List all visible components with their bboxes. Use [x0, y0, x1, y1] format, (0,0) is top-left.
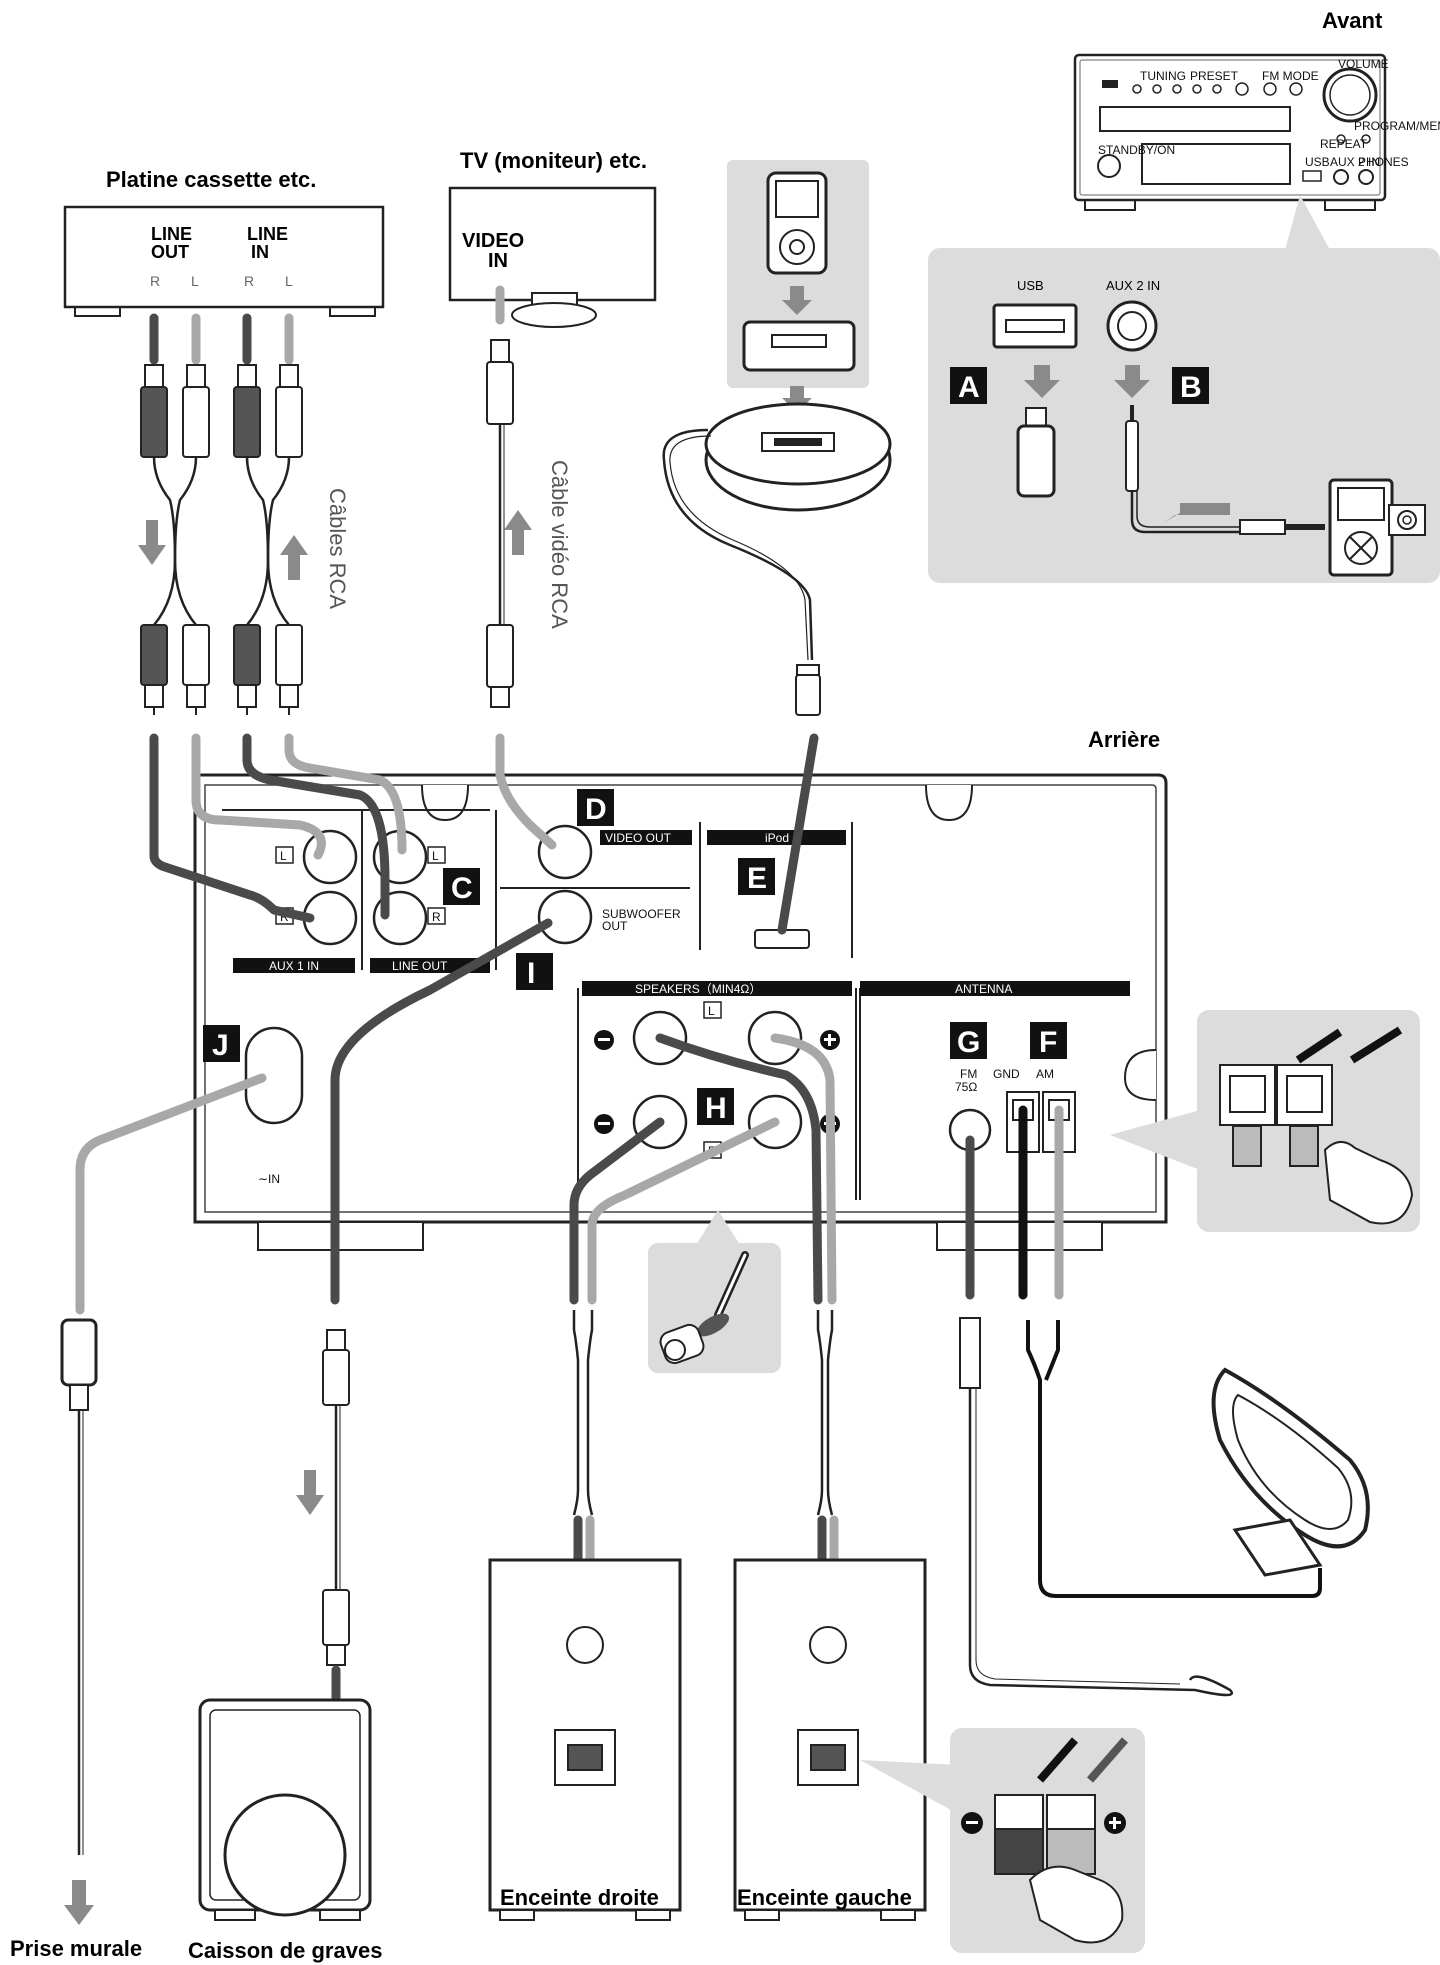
svg-text:J: J: [212, 1029, 229, 1062]
svg-text:AUX 2 IN: AUX 2 IN: [1106, 278, 1160, 293]
am-loop-antenna: [1026, 1320, 1370, 1598]
rca-cables: Câbles RCA: [138, 313, 350, 715]
svg-text:L: L: [285, 273, 293, 289]
svg-text:R: R: [280, 910, 289, 924]
ac-inlet: [244, 1026, 304, 1125]
svg-text:R: R: [150, 273, 160, 289]
svg-text:R: R: [244, 273, 254, 289]
jack-icon: [1388, 504, 1426, 536]
subwoofer-out-jack: [537, 889, 593, 945]
svg-text:L: L: [191, 273, 199, 289]
subwoofer-label: Caisson de graves: [188, 1938, 382, 1963]
panel-wires: [75, 733, 1064, 1315]
tv-title: TV (moniteur) etc.: [460, 148, 647, 173]
ipod-dock-group: [662, 160, 892, 716]
front-unit: VOLUME TUNING PRESET FM MODE STANDBY/ON …: [1073, 53, 1440, 211]
svg-text:VIDEO OUT: VIDEO OUT: [605, 831, 672, 845]
right-speaker: [488, 1558, 682, 1921]
dock-adapter-icon: [742, 320, 856, 372]
usb-stick-icon: [1016, 407, 1056, 498]
svg-text:∼IN: ∼IN: [258, 1172, 280, 1186]
svg-text:D: D: [585, 793, 607, 826]
svg-text:G: G: [957, 1026, 980, 1059]
svg-text:Câble vidéo RCA: Câble vidéo RCA: [547, 460, 572, 629]
svg-text:STANDBY/ON: STANDBY/ON: [1098, 143, 1175, 157]
front-callout: USB AUX 2 IN: [928, 195, 1440, 583]
svg-text:AM: AM: [1036, 1067, 1054, 1081]
svg-text:I: I: [527, 957, 535, 990]
svg-text:USB: USB: [1305, 155, 1330, 169]
svg-text:B: B: [1180, 371, 1202, 404]
wall-outlet-label: Prise murale: [10, 1936, 142, 1961]
aux2-jack: [1106, 300, 1158, 352]
ipod-dock-icon: [704, 402, 892, 512]
front-title: Avant: [1322, 8, 1383, 33]
svg-text:ANTENNA: ANTENNA: [955, 982, 1012, 996]
aux1-l-jack: [302, 829, 358, 885]
svg-text:L: L: [432, 849, 439, 863]
rear-tags: D C E I J G F H: [203, 789, 1067, 1125]
antenna-callout: [1110, 1010, 1420, 1232]
svg-text:iPod: iPod: [765, 831, 789, 845]
svg-text:PHONES: PHONES: [1358, 155, 1409, 169]
svg-text:VOLUME: VOLUME: [1338, 57, 1389, 71]
speaker-wire-callout: [648, 1210, 781, 1373]
svg-text:C: C: [451, 872, 473, 905]
subwoofer: [198, 1698, 372, 1921]
svg-text:LINE OUT: LINE OUT: [392, 959, 448, 973]
audio-plug-icon: [1125, 405, 1325, 535]
svg-text:PRESET: PRESET: [1190, 69, 1239, 83]
left-speaker-label: Enceinte gauche: [737, 1885, 912, 1910]
svg-text:R: R: [432, 910, 441, 924]
power-plug: [60, 1318, 98, 1925]
speaker-terminal-callout: [860, 1728, 1145, 1953]
svg-text:AUX 1 IN: AUX 1 IN: [269, 959, 319, 973]
fm-antenna: [959, 1317, 1233, 1697]
cassette-title: Platine cassette etc.: [106, 167, 316, 192]
usb-port: [992, 303, 1078, 349]
subwoofer-cable: [296, 1329, 350, 1713]
svg-text:USB: USB: [1017, 278, 1044, 293]
svg-text:GND: GND: [993, 1067, 1020, 1081]
svg-text:H: H: [705, 1092, 727, 1125]
svg-text:REPEAT: REPEAT: [1320, 137, 1368, 151]
svg-text:FM MODE: FM MODE: [1262, 69, 1319, 83]
svg-text:F: F: [1039, 1026, 1057, 1059]
svg-text:AUX 2 IN: AUX 2 IN: [1330, 155, 1380, 169]
svg-text:L: L: [708, 1004, 715, 1018]
right-speaker-label: Enceinte droite: [500, 1885, 659, 1910]
svg-text:Câbles RCA: Câbles RCA: [325, 488, 350, 609]
svg-text:L: L: [280, 849, 287, 863]
svg-text:PROGRAM/MEMORY: PROGRAM/MEMORY: [1354, 119, 1440, 133]
svg-text:SPEAKERS（MIN4Ω）: SPEAKERS（MIN4Ω）: [635, 982, 761, 996]
svg-text:A: A: [958, 371, 980, 404]
rca-video-cable: Câble vidéo RCA: [486, 285, 572, 708]
svg-text:E: E: [747, 862, 767, 895]
svg-text:TUNING: TUNING: [1140, 69, 1186, 83]
rear-title: Arrière: [1088, 727, 1160, 752]
ipod-icon: [766, 171, 828, 275]
video-out-jack: [537, 824, 593, 880]
left-speaker: [733, 1558, 927, 1921]
portable-player-icon: [1328, 478, 1394, 577]
